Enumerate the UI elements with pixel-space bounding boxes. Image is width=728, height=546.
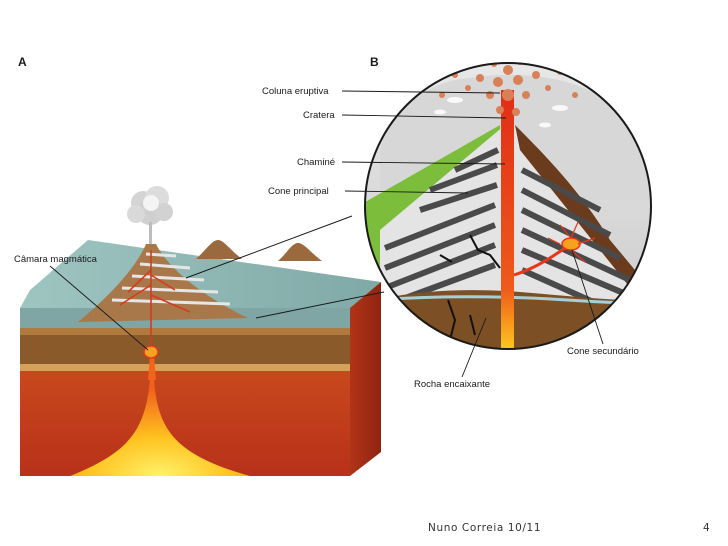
block-diagram-a [20, 186, 381, 476]
footer-author: Nuno Correia 10/11 [428, 522, 542, 534]
rock-layer-light [20, 362, 350, 371]
rock-layer-brown [20, 334, 350, 364]
leader-cratera [341, 114, 507, 119]
label-cone-secundario: Cone secundário [567, 346, 639, 357]
panel-label-a: A [18, 55, 27, 69]
leader-coluna-eruptiva [341, 90, 501, 94]
label-coluna-eruptiva: Coluna eruptiva [262, 86, 329, 97]
page-number: 4 [703, 522, 710, 534]
lava-flow-slope [515, 125, 651, 300]
sea-surface [20, 240, 381, 308]
lava-pool [70, 380, 250, 476]
label-rocha-encaixante: Rocha encaixante [414, 379, 490, 390]
sediment-layer [20, 327, 350, 335]
cone-stripes-a [111, 252, 231, 306]
secondary-conduit [513, 246, 566, 277]
cone-body-b [380, 125, 651, 300]
magnified-view-b [364, 62, 652, 350]
leader-camara-magmatica [49, 265, 149, 351]
small-cone-1 [196, 240, 242, 259]
small-cone-2 [278, 243, 322, 261]
magnifier-circle [364, 62, 652, 350]
label-chamine: Chaminé [297, 157, 335, 168]
label-cratera: Cratera [303, 110, 335, 121]
block-side-face [350, 282, 381, 476]
cone-veins-a [119, 250, 191, 345]
label-camara-magmatica: Câmara magmática [14, 254, 98, 265]
leader-cone-principal [344, 190, 469, 194]
panel-label-b: B [370, 55, 379, 69]
zoom-connector-bottom [255, 291, 385, 319]
eruption-plume-a [127, 186, 173, 244]
zoom-connector-top [185, 215, 353, 279]
leader-rocha-encaixante [461, 317, 487, 378]
feeder-conduit [148, 355, 156, 380]
label-cone-principal: Cone principal [268, 186, 329, 197]
secondary-cone-b [561, 237, 581, 251]
leader-cone-secundario [571, 249, 604, 345]
rock-cracks [439, 234, 501, 341]
leader-chamine [341, 161, 506, 165]
chimney-b [501, 90, 514, 349]
